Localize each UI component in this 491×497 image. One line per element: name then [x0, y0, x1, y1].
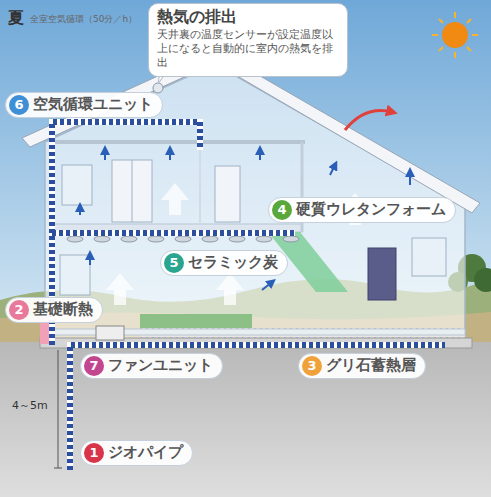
callout-body: 天井裏の温度センサーが設定温度以上になると自動的に室内の熱気を排出: [157, 28, 339, 71]
wall: [199, 146, 201, 224]
part-name: グリ石蓄熱層: [326, 356, 416, 376]
callout-number: 5: [164, 253, 184, 273]
ray: [472, 34, 478, 36]
geo-pipe: [70, 345, 445, 470]
dimension-label: 4～5m: [12, 398, 48, 413]
big-arrow: [216, 273, 244, 305]
callout-number: 1: [84, 443, 104, 463]
charcoal: [175, 236, 191, 242]
charcoal: [202, 236, 218, 242]
window: [62, 165, 92, 205]
ray: [467, 47, 471, 51]
air-arrow: [262, 282, 272, 290]
exhaust-fan: [153, 83, 163, 93]
part-name: ジオパイプ: [108, 443, 183, 463]
pipe-base: [70, 345, 445, 470]
air-arrow: [259, 150, 261, 160]
tatami: [140, 314, 252, 329]
air-arrow: [409, 172, 411, 185]
window: [60, 255, 90, 295]
part-name: 硬質ウレタンフォーム: [296, 200, 446, 220]
part-label: 1ジオパイプ: [80, 440, 193, 466]
depth-dimension: [54, 350, 62, 468]
air-arrow: [330, 165, 335, 175]
sun-rays: [432, 12, 478, 58]
ray: [432, 34, 438, 36]
part-label: 2基礎断熱: [5, 297, 103, 323]
second-floor: [50, 224, 302, 232]
part-name: ファンユニット: [108, 356, 213, 376]
ray: [467, 19, 471, 23]
part-label: 6空気循環ユニット: [5, 92, 163, 118]
ceramic-charcoal: [67, 236, 299, 242]
tree: [474, 268, 491, 292]
air-arrow: [79, 207, 81, 215]
part-name: セラミック炭: [188, 253, 278, 273]
part-label: 3グリ石蓄熱層: [298, 353, 426, 379]
fan-unit: [96, 326, 124, 340]
callout-number: 3: [302, 356, 322, 376]
big-arrow: [161, 183, 189, 215]
ray: [454, 52, 456, 58]
note-text: 全室空気循環（50分／h）: [30, 13, 137, 26]
charcoal: [229, 236, 245, 242]
door-split: [132, 160, 133, 222]
window: [412, 238, 446, 276]
callout-number: 4: [272, 200, 292, 220]
part-name: 空気循環ユニット: [33, 95, 153, 115]
ray: [454, 12, 456, 18]
ray: [439, 19, 443, 23]
door: [215, 166, 240, 222]
air-duct: [52, 230, 295, 236]
callout-number: 7: [84, 356, 104, 376]
charcoal: [256, 236, 272, 242]
sun: [432, 12, 478, 58]
charcoal: [67, 236, 83, 242]
callout-number: 2: [9, 300, 29, 320]
callout-heading: 熱気の排出: [157, 7, 339, 28]
air-pipes: [52, 122, 445, 470]
part-name: 基礎断熱: [33, 300, 93, 320]
part-label: 7ファンユニット: [80, 353, 223, 379]
ray: [439, 47, 443, 51]
air-arrow: [169, 150, 171, 160]
air-arrow: [89, 255, 91, 265]
pipe-base: [52, 230, 295, 236]
entrance-door: [368, 248, 396, 300]
season-title: 夏: [8, 8, 24, 29]
charcoal: [94, 236, 110, 242]
dimension-line: [58, 350, 59, 468]
part-label: 5セラミック炭: [160, 250, 288, 276]
charcoal: [148, 236, 164, 242]
air-arrow: [104, 150, 106, 160]
closet-door: [112, 160, 152, 222]
sun-disc: [442, 22, 468, 48]
heat-exhaust-arrow: [345, 110, 392, 130]
ground: [0, 342, 491, 497]
charcoal: [283, 236, 299, 242]
dimension-tick: [54, 468, 62, 469]
big-arrow: [106, 273, 134, 305]
part-label: 4硬質ウレタンフォーム: [268, 197, 456, 223]
callout-box: 熱気の排出天井裏の温度センサーが設定温度以上になると自動的に室内の熱気を排出: [148, 3, 348, 77]
charcoal: [121, 236, 137, 242]
ceiling: [50, 140, 305, 144]
callout-number: 6: [9, 95, 29, 115]
